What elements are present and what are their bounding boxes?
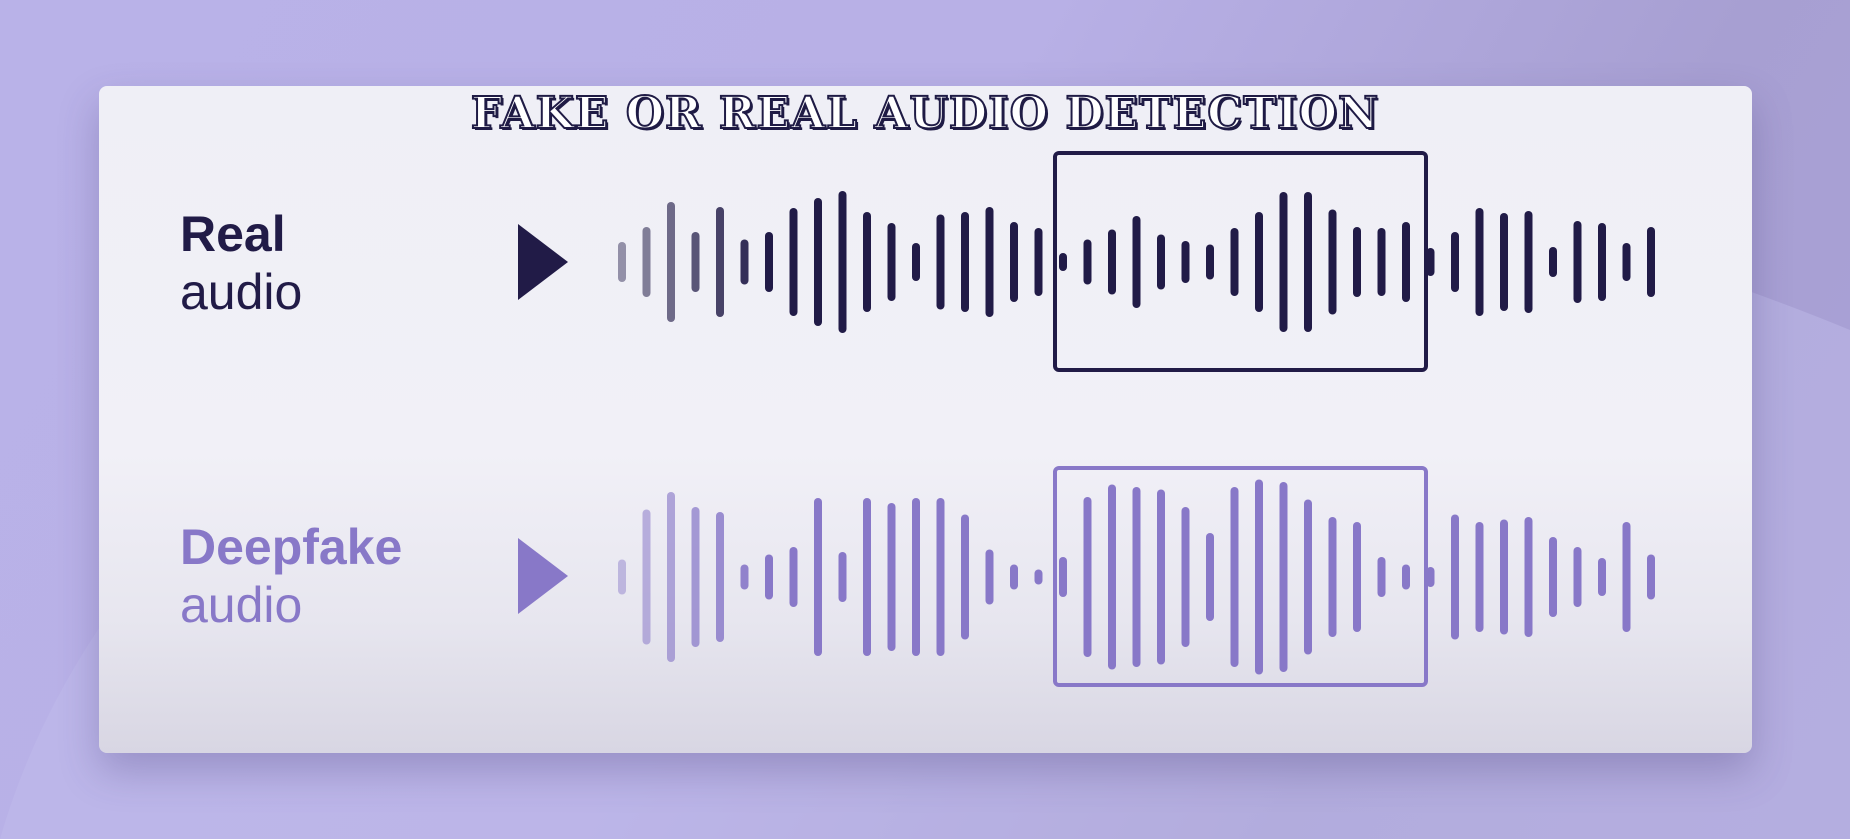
real-wave-bar bbox=[1157, 234, 1165, 290]
deepfake-wave-bar bbox=[716, 512, 724, 642]
deepfake-wave-bar bbox=[1377, 557, 1386, 597]
real-wave-bar bbox=[691, 232, 700, 292]
deepfake-wave-bar bbox=[1157, 489, 1165, 665]
deepfake-wave-bar bbox=[1255, 479, 1263, 675]
real-wave-bar bbox=[1132, 216, 1141, 308]
real-wave-bar bbox=[618, 242, 626, 282]
deepfake-label-light: audio bbox=[180, 577, 303, 633]
deepfake-wave-bar bbox=[740, 564, 749, 590]
deepfake-wave-bar bbox=[1573, 547, 1582, 607]
real-wave-bar bbox=[1402, 222, 1410, 302]
deepfake-wave-bar bbox=[985, 549, 994, 605]
real-wave-bar bbox=[1500, 213, 1508, 311]
deepfake-play-icon[interactable] bbox=[518, 538, 568, 614]
real-wave-bar bbox=[1328, 209, 1337, 315]
deepfake-wave-bar bbox=[936, 498, 945, 656]
deepfake-wave-bar bbox=[961, 514, 969, 640]
deepfake-wave-bar bbox=[1132, 487, 1141, 667]
deepfake-label-strong: Deepfake bbox=[180, 519, 403, 575]
deepfake-wave-bar bbox=[642, 509, 651, 645]
real-wave-bar bbox=[1034, 228, 1043, 296]
deepfake-wave-bar bbox=[1598, 558, 1606, 596]
real-wave-bar bbox=[887, 223, 896, 301]
real-highlight-box bbox=[1053, 151, 1428, 372]
deepfake-wave-bar bbox=[1353, 522, 1361, 632]
real-wave-bar bbox=[1279, 192, 1288, 332]
deepfake-wave-bar bbox=[1304, 499, 1312, 655]
real-wave-bar bbox=[667, 202, 675, 322]
real-wave-bar bbox=[912, 243, 920, 281]
deepfake-wave-bar bbox=[1034, 569, 1043, 585]
page-title: FAKE OR REAL AUDIO DETECTION bbox=[470, 87, 1380, 140]
real-wave-bar bbox=[1181, 241, 1190, 283]
deepfake-wave-bar bbox=[1426, 567, 1435, 587]
real-wave-bar bbox=[863, 212, 871, 312]
real-wave-bar bbox=[985, 207, 994, 317]
deepfake-wave-bar bbox=[1083, 497, 1092, 657]
deepfake-wave-bar bbox=[1181, 507, 1190, 647]
real-wave-bar bbox=[1206, 244, 1214, 280]
real-wave-bar bbox=[1255, 212, 1263, 312]
deepfake-wave-bar bbox=[1328, 517, 1337, 637]
deepfake-wave-bar bbox=[1549, 537, 1557, 617]
real-wave-bar bbox=[740, 239, 749, 285]
real-wave-bar bbox=[1549, 247, 1557, 277]
deepfake-highlight-box bbox=[1053, 466, 1428, 687]
deepfake-wave-bar bbox=[691, 507, 700, 647]
deepfake-wave-bar bbox=[1622, 522, 1631, 632]
real-wave-bar bbox=[642, 227, 651, 297]
real-wave-bar bbox=[838, 191, 847, 333]
real-wave-bar bbox=[765, 232, 773, 292]
deepfake-wave-bar bbox=[1451, 514, 1459, 640]
real-wave-bar bbox=[1524, 211, 1533, 313]
deepfake-wave-bar bbox=[1500, 519, 1508, 635]
deepfake-wave-bar bbox=[814, 498, 822, 656]
deepfake-wave-bar bbox=[1206, 533, 1214, 621]
deepfake-wave-bar bbox=[765, 554, 773, 600]
deepfake-wave-bar bbox=[912, 498, 920, 656]
real-wave-bar bbox=[1304, 192, 1312, 332]
real-wave-bar bbox=[1059, 253, 1067, 271]
real-wave-bar bbox=[936, 214, 945, 310]
real-wave-bar bbox=[1353, 227, 1361, 297]
real-wave-bar bbox=[1451, 232, 1459, 292]
deepfake-wave-bar bbox=[1010, 564, 1018, 590]
deepfake-wave-bar bbox=[1647, 554, 1655, 600]
real-wave-bar bbox=[961, 212, 969, 312]
real-wave-bar bbox=[789, 208, 798, 316]
deepfake-wave-bar bbox=[789, 547, 798, 607]
deepfake-wave-bar bbox=[863, 498, 871, 656]
real-wave-bar bbox=[1083, 239, 1092, 285]
real-play-icon[interactable] bbox=[518, 224, 568, 300]
real-wave-bar bbox=[1010, 222, 1018, 302]
real-wave-bar bbox=[1377, 228, 1386, 296]
real-wave-bar bbox=[716, 207, 724, 317]
real-wave-bar bbox=[1230, 228, 1239, 296]
deepfake-audio-label: Deepfake audio bbox=[180, 518, 402, 634]
deepfake-wave-bar bbox=[838, 552, 847, 602]
deepfake-wave-bar bbox=[1402, 564, 1410, 590]
deepfake-wave-bar bbox=[618, 559, 626, 595]
deepfake-wave-bar bbox=[887, 503, 896, 651]
real-wave-bar bbox=[1622, 243, 1631, 281]
real-wave-bar bbox=[814, 198, 822, 326]
real-wave-bar bbox=[1108, 229, 1116, 295]
real-wave-bar bbox=[1475, 208, 1484, 316]
deepfake-wave-bar bbox=[1230, 487, 1239, 667]
comparison-card bbox=[99, 86, 1752, 753]
deepfake-wave-bar bbox=[1524, 517, 1533, 637]
real-wave-bar bbox=[1647, 227, 1655, 297]
real-audio-label: Real audio bbox=[180, 205, 302, 321]
real-label-light: audio bbox=[180, 264, 303, 320]
deepfake-wave-bar bbox=[1108, 484, 1116, 670]
real-wave-bar bbox=[1426, 248, 1435, 276]
deepfake-wave-bar bbox=[1059, 557, 1067, 597]
real-label-strong: Real bbox=[180, 206, 286, 262]
deepfake-wave-bar bbox=[1279, 482, 1288, 672]
real-wave-bar bbox=[1573, 221, 1582, 303]
deepfake-wave-bar bbox=[1475, 522, 1484, 632]
deepfake-wave-bar bbox=[667, 492, 675, 662]
real-wave-bar bbox=[1598, 223, 1606, 301]
